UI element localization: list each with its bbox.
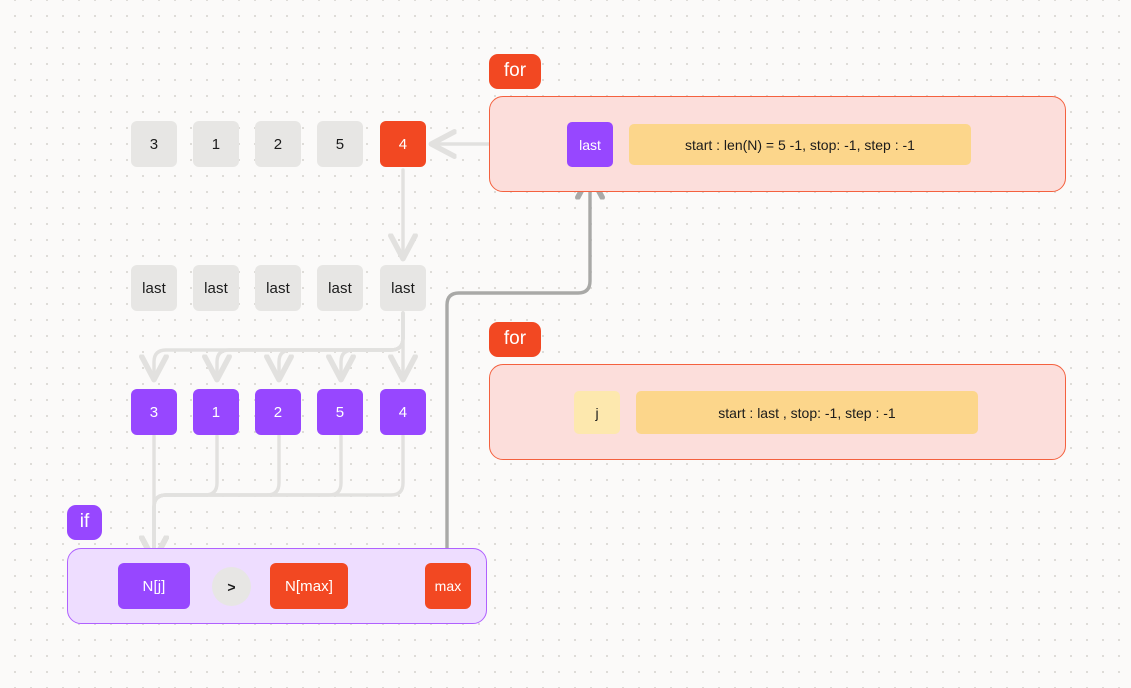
array-cell-4-label: 4 <box>398 135 408 153</box>
last-cell-1[interactable]: last <box>193 265 239 311</box>
inner-for-pill-label: for <box>503 328 527 349</box>
array-cell-1-label: 1 <box>211 135 221 153</box>
outer-for-range-chip[interactable]: start : len(N) = 5 -1, stop: -1, step : … <box>629 124 971 165</box>
if-right-operand[interactable]: N[max] <box>270 563 348 609</box>
last-cell-2[interactable]: last <box>255 265 301 311</box>
wire-j4-to-njay <box>154 434 343 560</box>
j-cell-2-label: 2 <box>273 403 283 421</box>
j-cell-3-label: 5 <box>335 403 345 421</box>
j-cell-1[interactable]: 1 <box>193 389 239 435</box>
wire-j2-to-njay <box>154 434 219 560</box>
if-result-max-label: max <box>434 578 462 594</box>
if-pill[interactable]: if <box>67 505 102 540</box>
last-cell-0[interactable]: last <box>131 265 177 311</box>
wire-j3-to-njay <box>154 434 281 560</box>
inner-for-variable-label: j <box>595 404 599 421</box>
array-cell-3-label: 5 <box>335 135 345 153</box>
array-cell-1[interactable]: 1 <box>193 121 239 167</box>
if-pill-label: if <box>79 511 90 532</box>
j-cell-3[interactable]: 5 <box>317 389 363 435</box>
j-cell-4-label: 4 <box>398 403 408 421</box>
last-cell-2-label: last <box>266 279 290 297</box>
last-cell-4[interactable]: last <box>380 265 426 311</box>
wire-lastrow-to-j3 <box>279 311 405 379</box>
outer-for-pill-label: for <box>503 60 527 81</box>
array-cell-2-label: 2 <box>273 135 283 153</box>
comparison-operator-label: > <box>227 578 236 595</box>
last-cell-3[interactable]: last <box>317 265 363 311</box>
j-cell-0-label: 3 <box>149 403 159 421</box>
outer-for-pill[interactable]: for <box>489 54 541 89</box>
inner-for-pill[interactable]: for <box>489 322 541 357</box>
outer-for-range-label: start : len(N) = 5 -1, stop: -1, step : … <box>685 136 915 153</box>
inner-for-variable-chip[interactable]: j <box>574 391 620 434</box>
outer-for-variable-label: last <box>579 136 601 153</box>
outer-for-variable-chip[interactable]: last <box>567 122 613 167</box>
wire-lastrow-to-j2 <box>217 311 405 379</box>
wire-lastrow-to-j1 <box>154 311 405 379</box>
j-cell-0[interactable]: 3 <box>131 389 177 435</box>
array-cell-0-label: 3 <box>149 135 159 153</box>
if-result-max[interactable]: max <box>425 563 471 609</box>
if-left-operand-label: N[j] <box>142 577 166 595</box>
array-cell-0[interactable]: 3 <box>131 121 177 167</box>
last-cell-3-label: last <box>328 279 352 297</box>
last-cell-0-label: last <box>142 279 166 297</box>
comparison-operator-icon: > <box>212 567 251 606</box>
last-cell-1-label: last <box>204 279 228 297</box>
j-cell-2[interactable]: 2 <box>255 389 301 435</box>
j-cell-1-label: 1 <box>211 403 221 421</box>
j-cell-4[interactable]: 4 <box>380 389 426 435</box>
wire-j5-to-njay <box>154 434 405 560</box>
wire-lastrow-to-j4 <box>341 311 405 379</box>
array-cell-2[interactable]: 2 <box>255 121 301 167</box>
array-cell-3[interactable]: 5 <box>317 121 363 167</box>
array-cell-4-highlighted[interactable]: 4 <box>380 121 426 167</box>
if-right-operand-label: N[max] <box>284 577 334 595</box>
inner-for-range-label: start : last , stop: -1, step : -1 <box>718 404 896 421</box>
last-cell-4-label: last <box>391 279 415 297</box>
inner-for-range-chip[interactable]: start : last , stop: -1, step : -1 <box>636 391 978 434</box>
if-left-operand[interactable]: N[j] <box>118 563 190 609</box>
